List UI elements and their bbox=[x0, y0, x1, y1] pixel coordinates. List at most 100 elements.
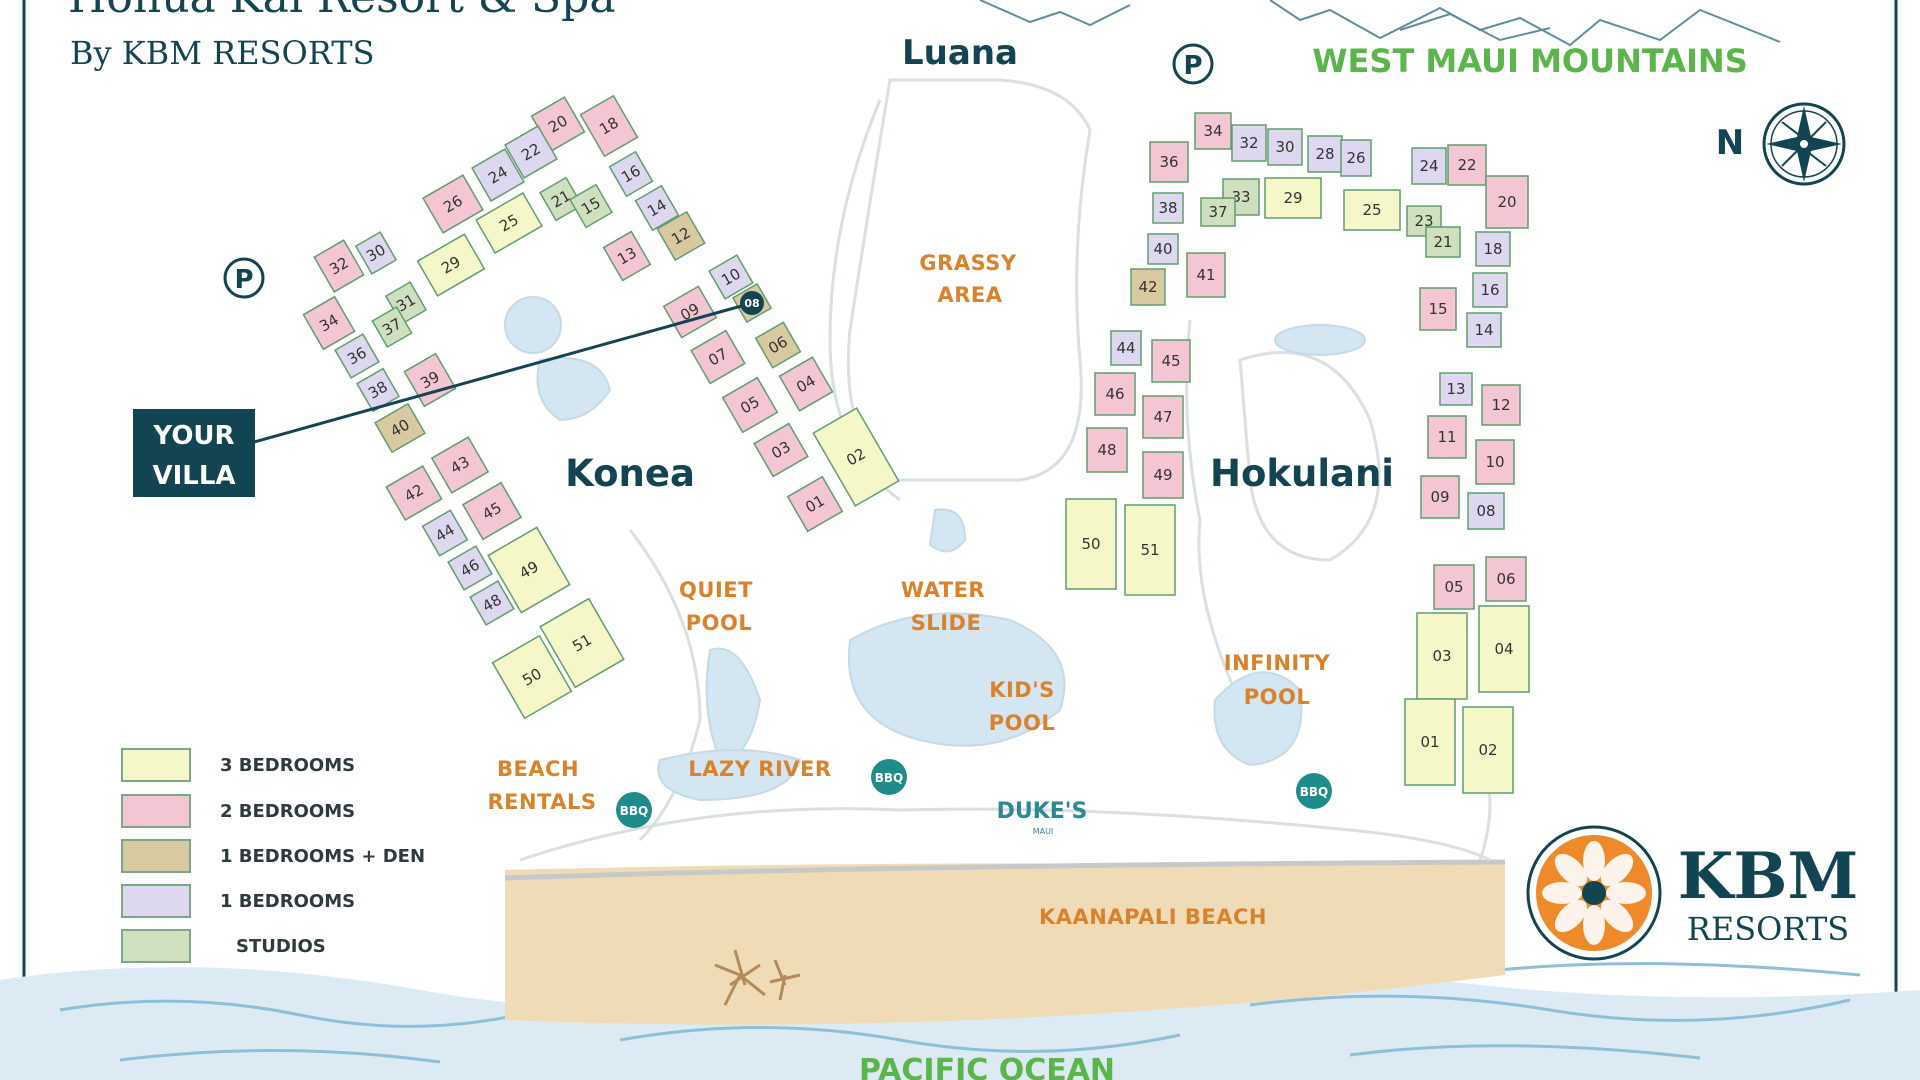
konea-unit-37[interactable]: 37 bbox=[371, 305, 413, 349]
konea-unit-50[interactable]: 50 bbox=[491, 634, 573, 720]
hokulani-unit-14[interactable]: 14 bbox=[1466, 312, 1502, 348]
hokulani-unit-20[interactable]: 20 bbox=[1485, 175, 1529, 229]
hokulani-unit-33[interactable]: 33 bbox=[1222, 178, 1260, 216]
legend-label: 3 BEDROOMS bbox=[220, 755, 355, 776]
unit-box bbox=[579, 94, 639, 158]
bbq-label: BBQ bbox=[620, 804, 649, 818]
unit-number: 10 bbox=[1485, 453, 1504, 471]
hokulani-unit-37[interactable]: 37 bbox=[1200, 197, 1236, 227]
infinity-pool-label-2: POOL bbox=[1244, 685, 1310, 709]
hokulani-unit-25[interactable]: 25 bbox=[1343, 189, 1401, 231]
hokulani-unit-11[interactable]: 11 bbox=[1427, 415, 1467, 459]
hokulani-unit-48[interactable]: 48 bbox=[1086, 427, 1128, 473]
hokulani-unit-45[interactable]: 45 bbox=[1151, 339, 1191, 383]
unit-box bbox=[1194, 112, 1232, 150]
parking-label: P bbox=[234, 265, 253, 295]
hokulani-unit-02[interactable]: 02 bbox=[1462, 706, 1514, 794]
hokulani-unit-50[interactable]: 50 bbox=[1065, 498, 1117, 590]
hokulani-unit-32[interactable]: 32 bbox=[1231, 124, 1267, 162]
hokulani-unit-40[interactable]: 40 bbox=[1147, 233, 1179, 265]
hokulani-unit-06[interactable]: 06 bbox=[1485, 556, 1527, 602]
hokulani-unit-13[interactable]: 13 bbox=[1439, 372, 1473, 406]
konea-unit-05[interactable]: 05 bbox=[721, 376, 779, 434]
konea-unit-26[interactable]: 26 bbox=[422, 174, 484, 234]
konea-unit-46[interactable]: 46 bbox=[447, 545, 493, 591]
hokulani-unit-04[interactable]: 04 bbox=[1478, 605, 1530, 693]
konea-unit-15[interactable]: 15 bbox=[568, 183, 614, 229]
konea-unit-34[interactable]: 34 bbox=[302, 295, 356, 351]
konea-unit-40[interactable]: 40 bbox=[374, 402, 426, 454]
konea-unit-04[interactable]: 04 bbox=[778, 356, 834, 412]
konea-unit-48[interactable]: 48 bbox=[469, 580, 515, 626]
hokulani-unit-28[interactable]: 28 bbox=[1307, 135, 1343, 173]
your-villa-box[interactable] bbox=[133, 409, 255, 497]
hokulani-unit-30[interactable]: 30 bbox=[1267, 128, 1303, 166]
parking-icon-hokulani[interactable]: P bbox=[1172, 43, 1214, 85]
konea-unit-51[interactable]: 51 bbox=[539, 597, 625, 689]
unit-box bbox=[1475, 439, 1515, 485]
hokulani-unit-18[interactable]: 18 bbox=[1475, 231, 1511, 267]
hokulani-unit-36[interactable]: 36 bbox=[1149, 141, 1189, 183]
bbq-marker-3[interactable]: BBQ bbox=[1296, 773, 1332, 809]
konea-unit-01[interactable]: 01 bbox=[786, 475, 844, 533]
hokulani-unit-38[interactable]: 38 bbox=[1152, 192, 1184, 224]
konea-unit-14[interactable]: 14 bbox=[634, 184, 680, 232]
konea-unit-09[interactable]: 09 bbox=[662, 285, 718, 339]
bbq-marker-1[interactable]: BBQ bbox=[616, 792, 652, 828]
konea-unit-21[interactable]: 21 bbox=[538, 176, 584, 222]
hokulani-unit-15[interactable]: 15 bbox=[1419, 287, 1457, 331]
kbm-logo-icon bbox=[1526, 825, 1662, 961]
hokulani-unit-08[interactable]: 08 bbox=[1467, 492, 1505, 530]
konea-unit-44[interactable]: 44 bbox=[421, 509, 469, 557]
hokulani-unit-49[interactable]: 49 bbox=[1142, 451, 1184, 499]
konea-unit-18[interactable]: 18 bbox=[579, 94, 639, 158]
konea-unit-25[interactable]: 25 bbox=[475, 192, 543, 254]
hokulani-unit-05[interactable]: 05 bbox=[1433, 564, 1475, 610]
konea-unit-32[interactable]: 32 bbox=[313, 239, 365, 293]
hokulani-unit-26[interactable]: 26 bbox=[1340, 139, 1372, 177]
konea-unit-49[interactable]: 49 bbox=[487, 526, 571, 614]
quiet-pool-label-1: QUIET bbox=[679, 578, 753, 602]
konea-unit-36[interactable]: 36 bbox=[334, 333, 380, 379]
hokulani-unit-42[interactable]: 42 bbox=[1130, 268, 1166, 306]
your-villa-marker[interactable]: 08 bbox=[740, 291, 764, 315]
konea-unit-39[interactable]: 39 bbox=[403, 352, 457, 408]
konea-unit-10[interactable]: 10 bbox=[708, 254, 754, 300]
konea-unit-03[interactable]: 03 bbox=[753, 422, 809, 478]
hokulani-unit-01[interactable]: 01 bbox=[1404, 698, 1456, 786]
konea-unit-45[interactable]: 45 bbox=[461, 481, 523, 541]
konea-unit-43[interactable]: 43 bbox=[430, 436, 490, 494]
pacific-ocean-label: PACIFIC OCEAN bbox=[859, 1053, 1115, 1080]
hokulani-unit-41[interactable]: 41 bbox=[1186, 252, 1226, 298]
hokulani-unit-10[interactable]: 10 bbox=[1475, 439, 1515, 485]
konea-unit-12[interactable]: 12 bbox=[656, 210, 706, 262]
konea-unit-38[interactable]: 38 bbox=[355, 367, 401, 413]
hokulani-unit-03[interactable]: 03 bbox=[1416, 612, 1468, 700]
konea-unit-30[interactable]: 30 bbox=[354, 231, 398, 275]
konea-unit-42[interactable]: 42 bbox=[385, 465, 443, 521]
hokulani-unit-44[interactable]: 44 bbox=[1110, 330, 1142, 366]
hokulani-unit-22[interactable]: 22 bbox=[1447, 144, 1487, 186]
kaanapali-beach-label: KAANAPALI BEACH bbox=[1039, 905, 1267, 929]
konea-unit-22[interactable]: 22 bbox=[504, 125, 558, 179]
konea-unit-02[interactable]: 02 bbox=[812, 407, 900, 507]
konea-unit-24[interactable]: 24 bbox=[471, 148, 525, 202]
hokulani-unit-47[interactable]: 47 bbox=[1142, 395, 1184, 439]
konea-unit-29[interactable]: 29 bbox=[416, 233, 486, 297]
hokulani-unit-09[interactable]: 09 bbox=[1420, 475, 1460, 519]
hokulani-unit-16[interactable]: 16 bbox=[1472, 272, 1508, 308]
hokulani-unit-51[interactable]: 51 bbox=[1124, 504, 1176, 596]
hokulani-unit-21[interactable]: 21 bbox=[1425, 226, 1461, 258]
hokulani-unit-29[interactable]: 29 bbox=[1264, 177, 1322, 219]
konea-unit-06[interactable]: 06 bbox=[754, 321, 802, 369]
parking-icon-konea[interactable]: P bbox=[223, 257, 265, 299]
konea-unit-07[interactable]: 07 bbox=[690, 329, 746, 385]
legend-label: 2 BEDROOMS bbox=[220, 801, 355, 822]
hokulani-unit-12[interactable]: 12 bbox=[1481, 384, 1521, 426]
konea-unit-13[interactable]: 13 bbox=[602, 230, 652, 282]
hokulani-unit-34[interactable]: 34 bbox=[1194, 112, 1232, 150]
bbq-marker-2[interactable]: BBQ bbox=[871, 759, 907, 795]
hokulani-unit-24[interactable]: 24 bbox=[1411, 147, 1447, 185]
konea-unit-16[interactable]: 16 bbox=[608, 150, 654, 198]
hokulani-unit-46[interactable]: 46 bbox=[1094, 372, 1136, 416]
